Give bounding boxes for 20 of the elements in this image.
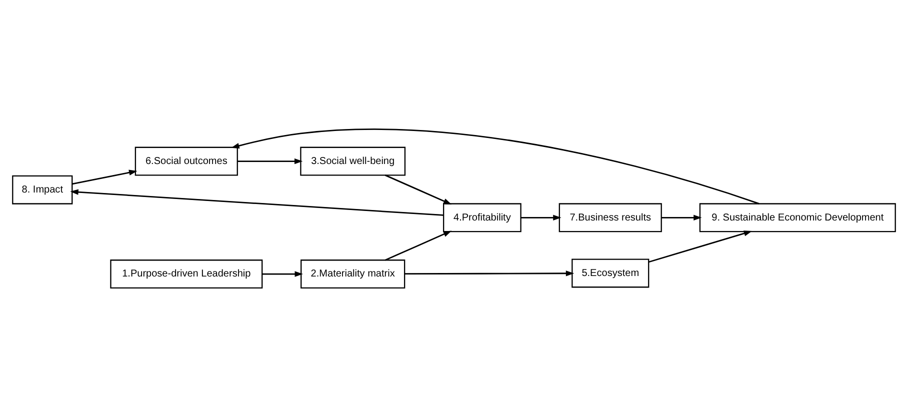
arrow <box>404 270 574 276</box>
node-box: 4.Profitability <box>443 203 522 232</box>
arrow <box>238 158 303 164</box>
arrow <box>384 174 452 205</box>
node-box: 3.Social well-being <box>300 146 406 176</box>
arrow <box>648 230 752 263</box>
node-box: 2.Materiality matrix <box>300 260 406 288</box>
node-box: 7.Business results <box>558 203 662 232</box>
arrow <box>70 189 444 216</box>
node-box: 6.Social outcomes <box>134 146 238 176</box>
arrow <box>262 271 303 277</box>
arrow <box>72 170 138 185</box>
arrow <box>520 214 562 221</box>
node-box: 8. Impact <box>12 175 73 204</box>
node-box: 1.Purpose-driven Leadership <box>110 260 263 288</box>
node-box: 9. Sustainable Economic Development <box>699 203 896 232</box>
arrow <box>384 230 452 261</box>
node-box: 5.Ecosystem <box>572 258 650 288</box>
arrow <box>231 128 760 204</box>
arrow <box>661 214 702 221</box>
